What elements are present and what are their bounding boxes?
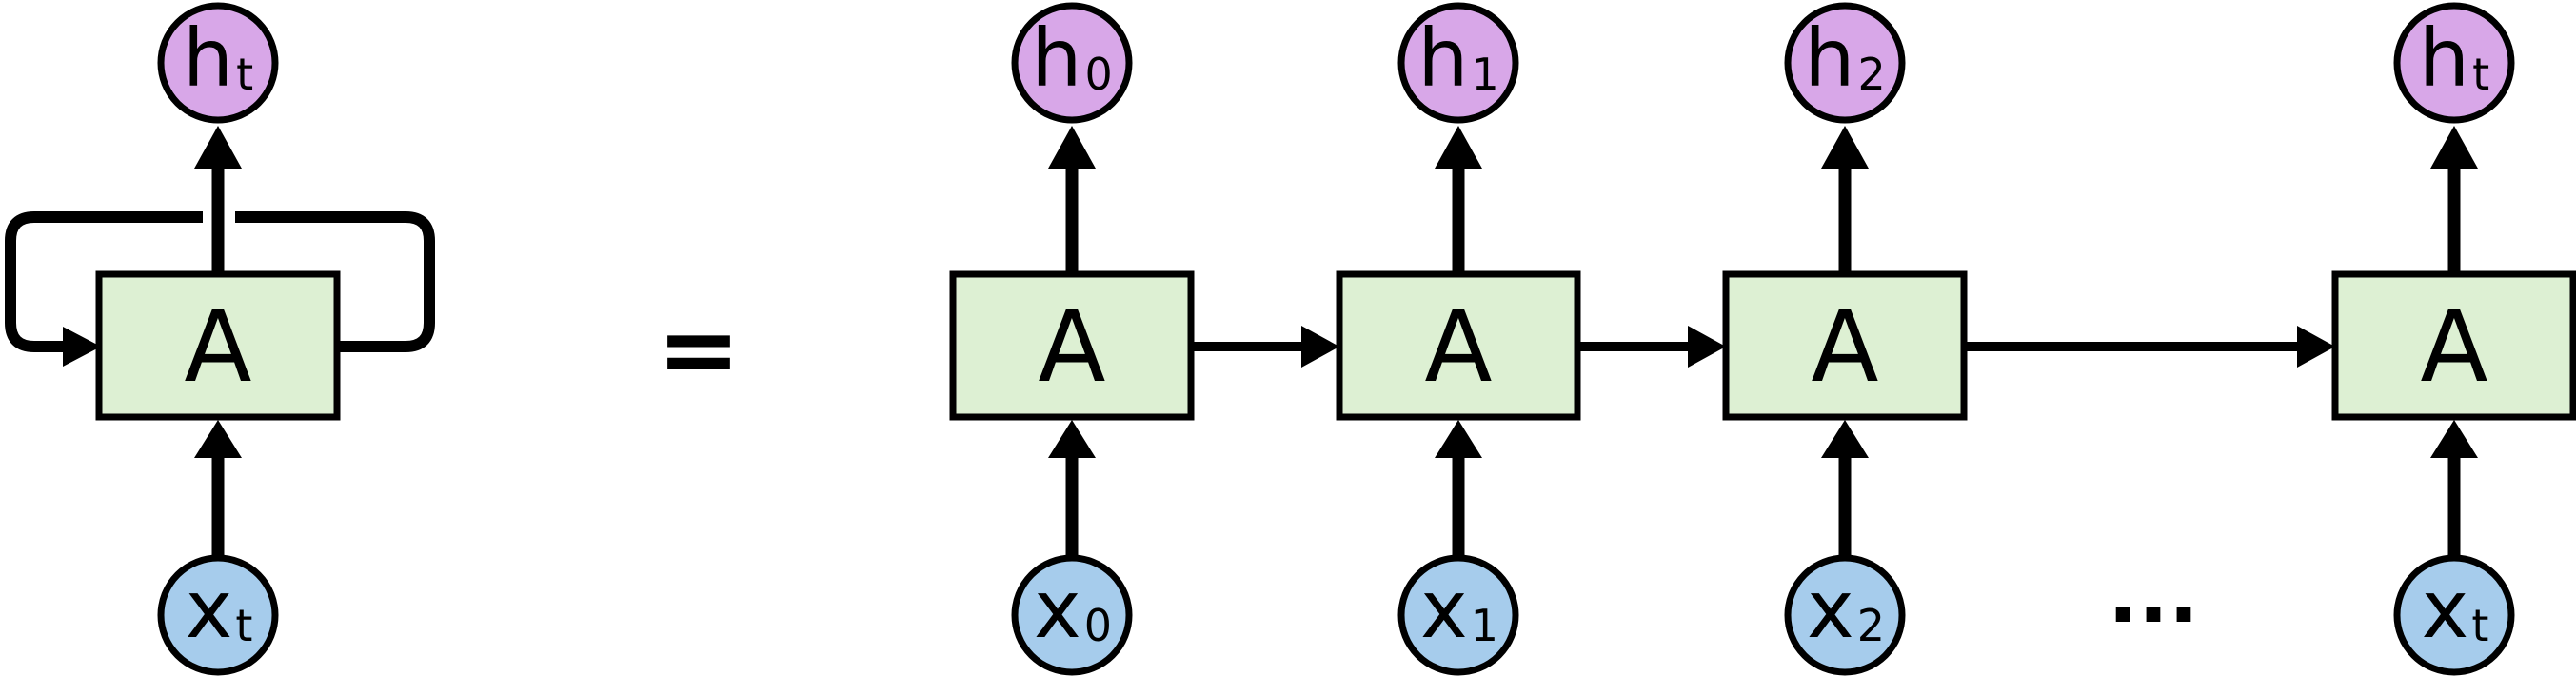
rnn-cell-box bbox=[2331, 270, 2576, 421]
label-sub: 0 bbox=[1084, 49, 1112, 100]
rnn-cell-label: A bbox=[2420, 289, 2487, 405]
label-base: h bbox=[183, 11, 233, 105]
hidden-state-node bbox=[1397, 2, 1519, 124]
input-label: xt bbox=[2422, 563, 2489, 656]
output-arrow bbox=[1821, 126, 1869, 278]
label-sub: t bbox=[2472, 49, 2489, 100]
label-sub: 1 bbox=[1471, 600, 1498, 651]
rnn-cell-box bbox=[95, 270, 341, 421]
hidden-state-label: h2 bbox=[1804, 11, 1886, 105]
input-label: xt bbox=[186, 563, 253, 656]
label-sub: t bbox=[2471, 600, 2488, 651]
hidden-state-node bbox=[1011, 2, 1133, 124]
input-arrow bbox=[1048, 420, 1096, 564]
state-arrow-0-1 bbox=[1191, 326, 1339, 368]
input-node bbox=[1397, 554, 1519, 676]
hidden-state-node bbox=[157, 2, 279, 124]
input-arrow bbox=[2430, 420, 2478, 564]
hidden-state-node bbox=[1784, 2, 1906, 124]
label-sub: 1 bbox=[1471, 49, 1498, 100]
ellipsis: ... bbox=[2108, 548, 2199, 641]
input-arrow bbox=[1821, 420, 1869, 564]
rnn-cell-box bbox=[1336, 270, 1581, 421]
state-arrow-1-2 bbox=[1577, 326, 1726, 368]
label-base: h bbox=[1031, 11, 1081, 105]
label-sub: t bbox=[236, 49, 253, 100]
input-node bbox=[1784, 554, 1906, 676]
label-sub: 2 bbox=[1857, 49, 1885, 100]
label-base: h bbox=[2419, 11, 2469, 105]
input-arrow bbox=[194, 420, 242, 564]
input-label: x1 bbox=[1420, 563, 1498, 656]
label-sub: 2 bbox=[1857, 600, 1885, 651]
unrolled-unit-1: h1 A x1 bbox=[1336, 2, 1581, 676]
input-arrow bbox=[1435, 420, 1482, 564]
output-arrow bbox=[1048, 126, 1096, 278]
hidden-state-label: h0 bbox=[1031, 11, 1113, 105]
rnn-cell-label: A bbox=[1424, 289, 1492, 405]
label-base: h bbox=[1417, 11, 1468, 105]
label-base: x bbox=[1420, 563, 1468, 656]
input-label: x0 bbox=[1034, 563, 1112, 656]
unrolled-unit-t: ht A xt bbox=[2331, 2, 2576, 676]
hidden-state-label: ht bbox=[183, 11, 253, 105]
output-arrow bbox=[2430, 126, 2478, 278]
rnn-cell-label: A bbox=[1811, 289, 1878, 405]
rnn-cell-label: A bbox=[1038, 289, 1105, 405]
rnn-cell-box bbox=[949, 270, 1195, 421]
input-label: x2 bbox=[1807, 563, 1885, 656]
unrolled-unit-0: h0 A x0 bbox=[949, 2, 1195, 676]
hidden-state-label: ht bbox=[2419, 11, 2489, 105]
label-base: x bbox=[1807, 563, 1854, 656]
hidden-state-label: h1 bbox=[1417, 11, 1499, 105]
rnn-cell-label: A bbox=[184, 289, 251, 405]
label-sub: t bbox=[235, 600, 252, 651]
label-base: x bbox=[2422, 563, 2469, 656]
equals-sign: = bbox=[657, 291, 741, 408]
output-arrow bbox=[1435, 126, 1482, 278]
state-arrow-2-t bbox=[1964, 326, 2335, 368]
rolled-unit: ht A xt bbox=[5, 2, 435, 676]
label-sub: 0 bbox=[1084, 600, 1112, 651]
label-base: h bbox=[1804, 11, 1854, 105]
hidden-state-node bbox=[2393, 2, 2515, 124]
recurrence-loop-arrowhead bbox=[63, 327, 101, 367]
unrolled-unit-2: h2 A x2 bbox=[1722, 2, 1968, 676]
label-base: x bbox=[1034, 563, 1081, 656]
input-node bbox=[157, 554, 279, 676]
input-node bbox=[1011, 554, 1133, 676]
label-base: x bbox=[186, 563, 233, 656]
output-arrow bbox=[194, 126, 242, 278]
recurrence-loop-arrow bbox=[5, 211, 435, 352]
input-node bbox=[2393, 554, 2515, 676]
